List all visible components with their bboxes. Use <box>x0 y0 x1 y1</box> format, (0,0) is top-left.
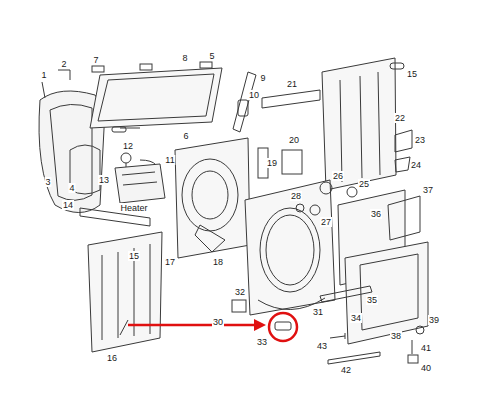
callout-number: 22 <box>394 113 406 123</box>
callout-number: 26 <box>332 171 344 181</box>
callout-number: 3 <box>44 177 51 187</box>
callout-number: 2 <box>60 59 67 69</box>
callout-number: 12 <box>122 141 134 151</box>
callout-number: 33 <box>256 337 268 347</box>
callout-number: 34 <box>350 313 362 323</box>
callout-number: 10 <box>248 90 260 100</box>
callout-number: 19 <box>266 158 278 168</box>
callout-number: 5 <box>208 51 215 61</box>
callout-number: 14 <box>62 200 74 210</box>
callout-number: 7 <box>92 55 99 65</box>
callout-number: 35 <box>366 295 378 305</box>
callout-number: 21 <box>286 79 298 89</box>
callout-number: 6 <box>182 131 189 141</box>
callout-number: 20 <box>288 135 300 145</box>
callout-number: 15 <box>406 69 418 79</box>
callout-number: 11 <box>164 155 175 165</box>
callout-number: 4 <box>68 183 75 193</box>
callout-number: 17 <box>164 257 176 267</box>
callout-number: 32 <box>234 287 246 297</box>
callout-number: 1 <box>40 70 47 80</box>
callout-number: 30 <box>212 317 224 327</box>
callout-number: 18 <box>212 257 224 267</box>
callout-number: 8 <box>181 53 188 63</box>
callout-number: 36 <box>370 209 382 219</box>
callout-number: 24 <box>410 160 422 170</box>
callout-number: 25 <box>358 179 370 189</box>
callout-number: 23 <box>414 135 426 145</box>
callout-number: 42 <box>340 365 352 375</box>
callout-number: 27 <box>320 217 332 227</box>
callout-number: 41 <box>420 343 432 353</box>
callout-number: 31 <box>312 307 324 317</box>
callout-number: 38 <box>390 331 402 341</box>
part-label: Heater <box>119 203 148 213</box>
callout-number: 13 <box>98 175 110 185</box>
callout-number: 37 <box>422 185 434 195</box>
callout-number: 43 <box>316 341 328 351</box>
callout-number: 28 <box>290 191 302 201</box>
callout-number: 39 <box>428 315 440 325</box>
callout-number: 40 <box>420 363 432 373</box>
callout-number: 15 <box>128 251 140 261</box>
callout-number: 9 <box>259 73 266 83</box>
callout-number: 16 <box>106 353 118 363</box>
